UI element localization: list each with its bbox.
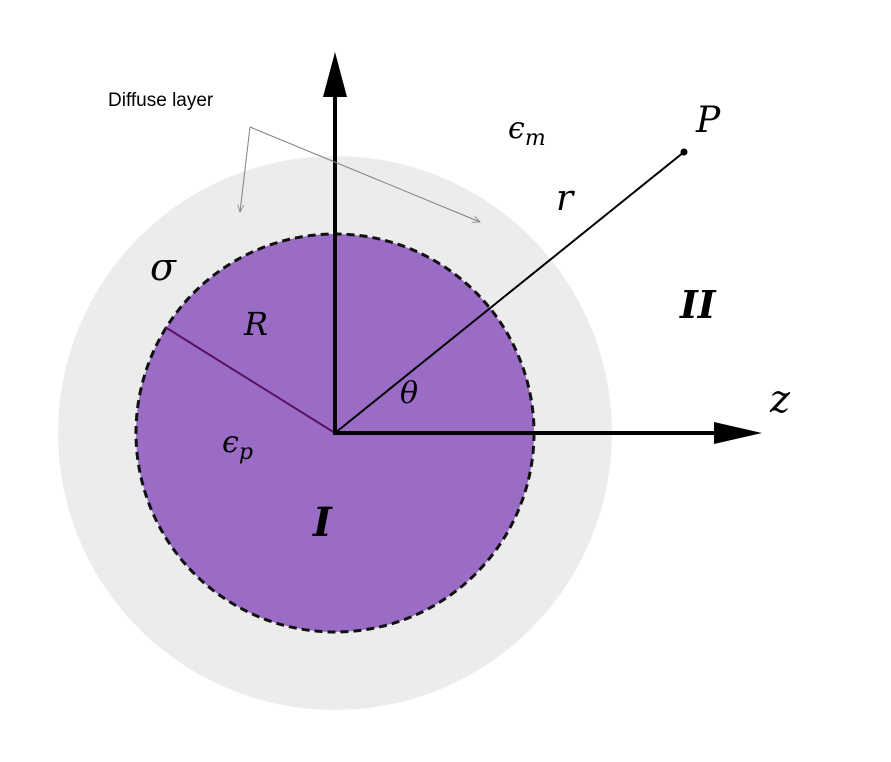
z-axis-label: z xyxy=(769,377,791,421)
distance-r-label: r xyxy=(556,178,575,219)
epsilon-particle-sub: p xyxy=(239,440,253,465)
position-vector-line xyxy=(334,151,685,434)
radius-r-label: R xyxy=(243,305,268,343)
point-p-dot xyxy=(680,148,688,156)
epsilon-medium-label: ϵm xyxy=(508,111,546,151)
annotation-pointer-left xyxy=(240,126,251,212)
theta-label: θ xyxy=(400,376,418,411)
epsilon-particle-base: ϵ xyxy=(222,425,239,460)
radius-line xyxy=(164,326,336,434)
region-ii-label: II xyxy=(679,282,717,327)
epsilon-medium-sub: m xyxy=(525,126,546,151)
z-axis-arrowhead xyxy=(714,422,762,444)
diffuse-layer-label: Diffuse layer xyxy=(108,90,214,111)
point-p-label: P xyxy=(695,100,721,141)
annotation-pointer-right xyxy=(249,126,480,222)
epsilon-medium-base: ϵ xyxy=(508,111,525,146)
sigma-label: σ xyxy=(150,245,177,289)
region-i-label: I xyxy=(312,499,333,546)
vertical-axis-arrowhead xyxy=(323,52,347,97)
epsilon-particle-label: ϵp xyxy=(222,425,253,465)
